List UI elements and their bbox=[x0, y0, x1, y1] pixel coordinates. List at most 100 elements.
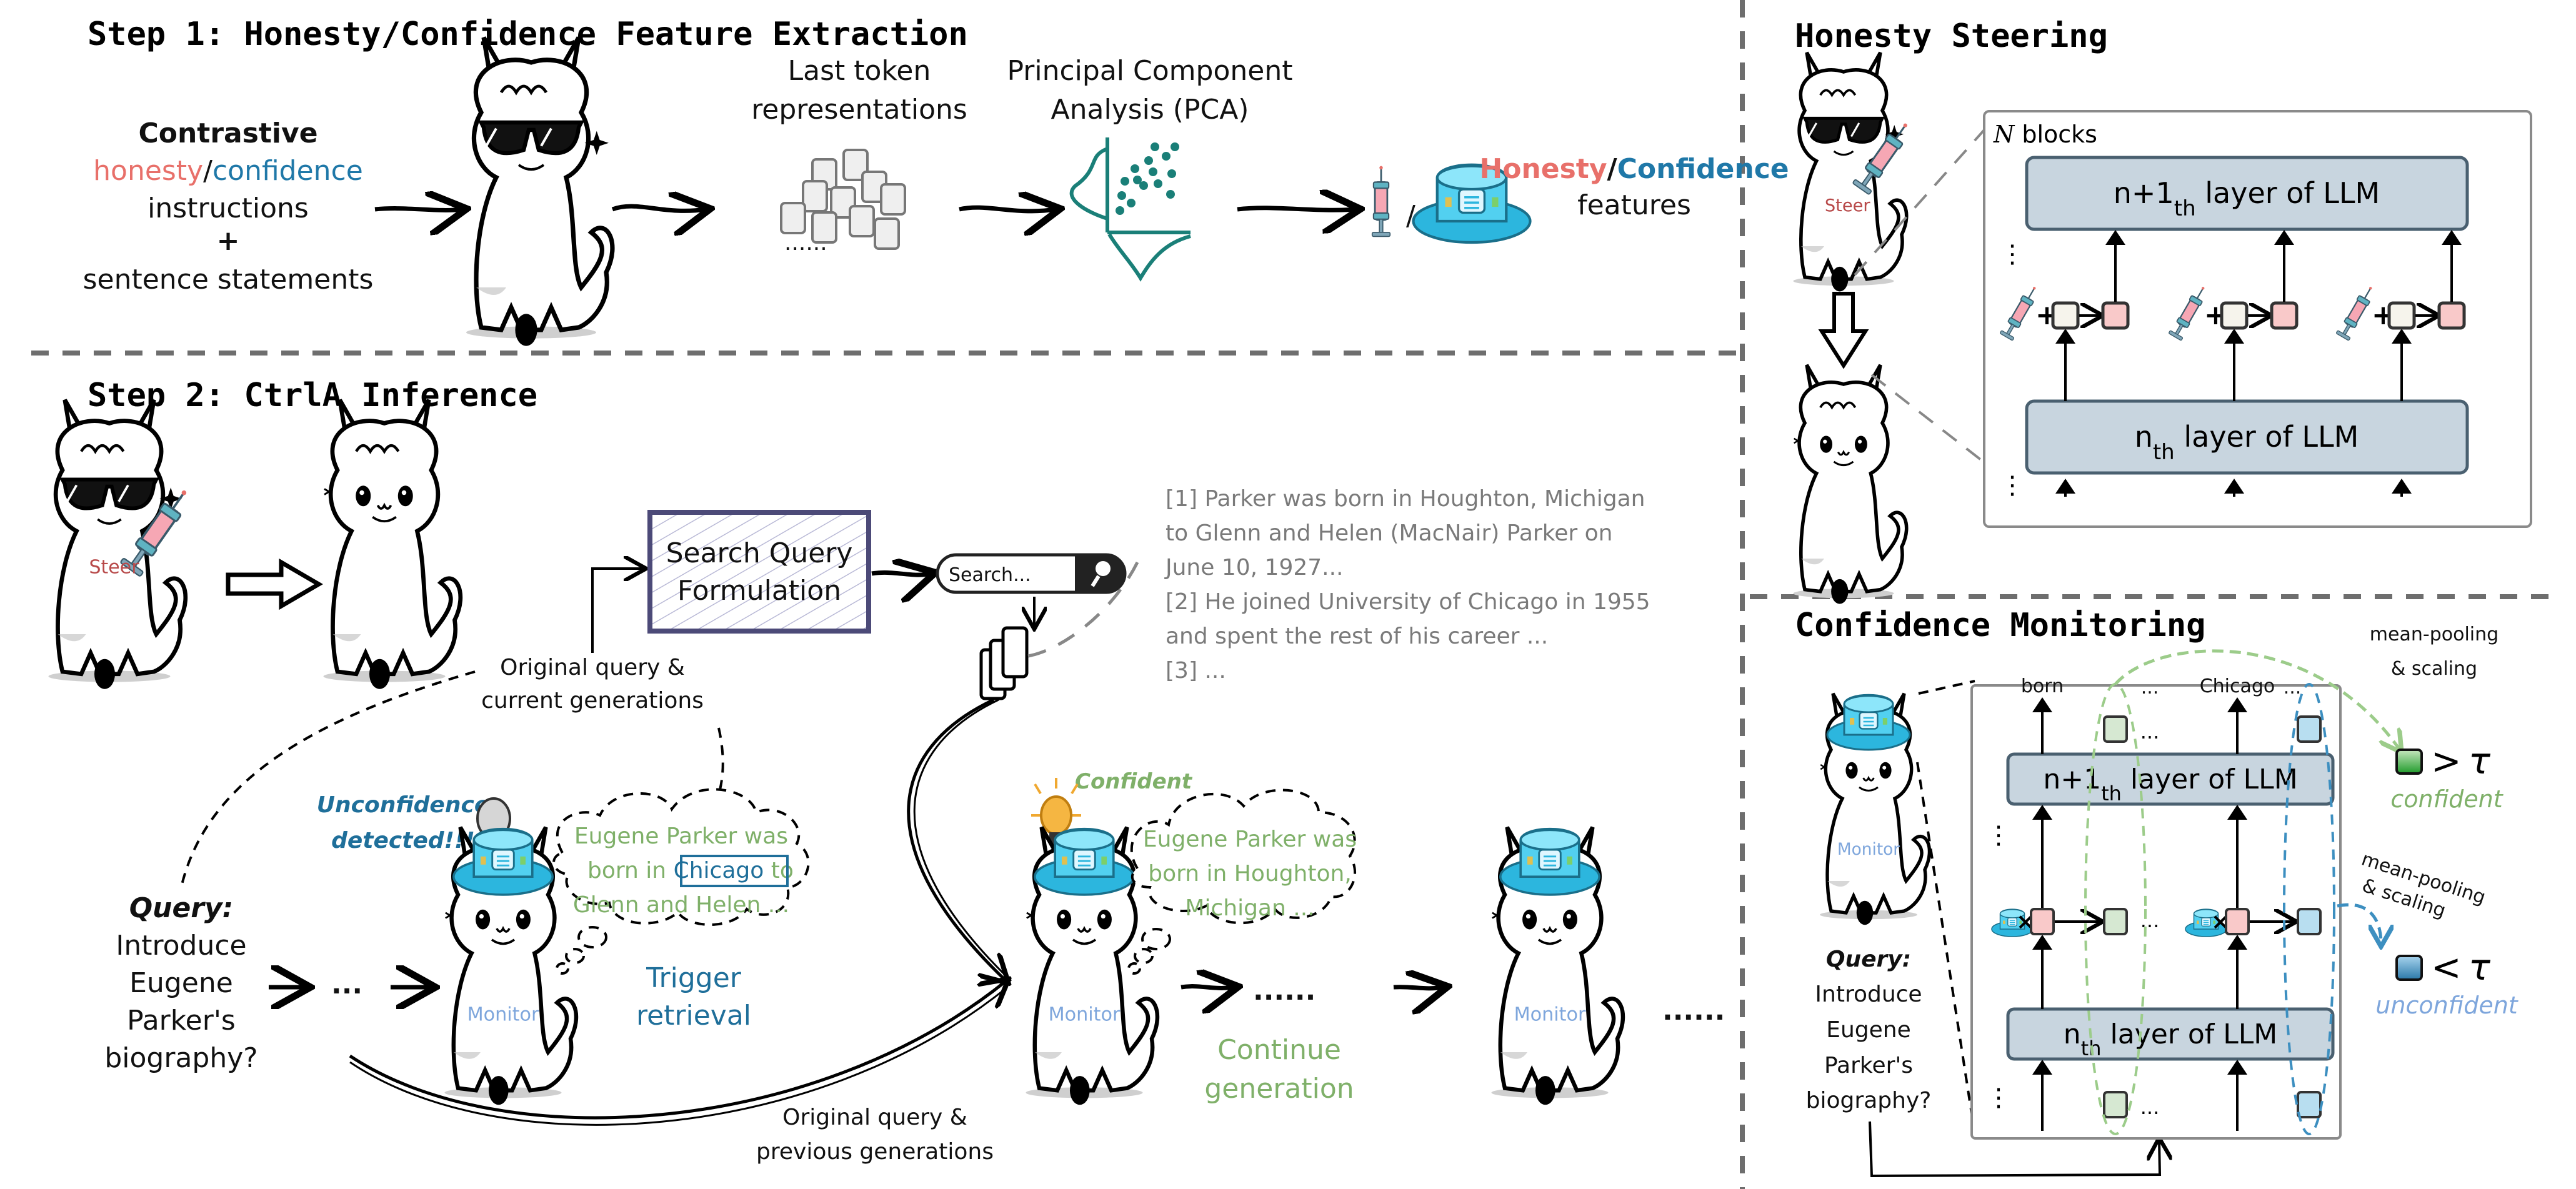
hidden-state-token bbox=[2030, 908, 2055, 935]
docs-callout-line bbox=[1027, 561, 1139, 658]
query-label: Query bbox=[1826, 947, 1903, 972]
orig-query-current-2: current generations bbox=[481, 688, 704, 714]
thought-cloud-confident: Eugene Parker was born in Houghton, Mich… bbox=[1127, 789, 1357, 975]
confident-text: confident bbox=[2390, 785, 2504, 813]
honesty-steering-section: Honesty Steering Steer N blocks n+1th la… bbox=[1793, 17, 2532, 604]
ellipsis: ... bbox=[2140, 1095, 2160, 1119]
arrow-to-search bbox=[871, 572, 931, 575]
honesty-confidence-label: honesty/confidence bbox=[93, 155, 363, 187]
thought1-line1: Eugene Parker was bbox=[574, 823, 788, 849]
query-colon: : bbox=[222, 892, 234, 924]
llama-monitor-right: Monitor bbox=[1820, 694, 1929, 925]
thought2-line: born in Houghton, bbox=[1148, 861, 1352, 887]
thought1-line2: born in Chicago to bbox=[587, 858, 794, 883]
search-bar-placeholder: Search... bbox=[949, 564, 1031, 586]
curve-query-to-monitor bbox=[349, 981, 1006, 1120]
search-bar[interactable]: Search... bbox=[936, 553, 1127, 594]
query-text-line: biography? bbox=[1806, 1088, 1932, 1113]
confidence-token bbox=[2297, 908, 2322, 935]
steer-label: Steer bbox=[89, 557, 139, 579]
zoom-line-bottom bbox=[1870, 374, 1985, 464]
contrastive-label: Contrastive bbox=[138, 117, 317, 149]
continue-generation-2: generation bbox=[1204, 1073, 1354, 1105]
step2-section: Step 2: CtrlA Inference Steer Search Que… bbox=[49, 377, 1725, 1165]
confidence-feature-word: Confidence bbox=[1617, 153, 1789, 185]
thought2-line: Michigan ... bbox=[1185, 895, 1314, 921]
retrieved-documents: [1] Parker was born in Houghton, Michiga… bbox=[1164, 486, 1650, 684]
vdots-top: ⋮ bbox=[1986, 821, 2011, 850]
ellipsis-2: ...... bbox=[1253, 975, 1315, 1007]
pca-chart-icon: Principal Component Analysis (PCA) bbox=[1007, 55, 1292, 282]
hidden-state-token bbox=[2225, 908, 2250, 935]
blocks-text: blocks bbox=[2014, 121, 2097, 148]
query-block: Query: Introduce Eugene Parker's biograp… bbox=[104, 892, 257, 1074]
lower-llm-layer bbox=[2006, 1007, 2335, 1061]
arrow-continue-2 bbox=[1393, 987, 1444, 988]
thought-cloud-unconfident: Eugene Parker was born in Chicago to Gle… bbox=[552, 788, 810, 975]
curve-docs-to-monitor-2 bbox=[913, 699, 1012, 982]
hollow-arrow-steer bbox=[226, 558, 323, 610]
llama-monitor-3: Monitor bbox=[1491, 827, 1623, 1105]
svg-text:Honesty/Confidence: Honesty/Confidence bbox=[1479, 153, 1789, 185]
query-text-line: Parker's bbox=[127, 1005, 236, 1037]
vdots-bottom: ⋮ bbox=[1986, 1083, 2011, 1112]
documents-stack-icon bbox=[979, 626, 1029, 700]
query-text-line: Introduce bbox=[1815, 982, 1922, 1007]
arrow-to-features bbox=[1237, 208, 1356, 211]
confidence-token bbox=[2103, 1091, 2128, 1118]
query-text-line: Eugene bbox=[129, 967, 233, 999]
slash: / bbox=[203, 155, 212, 187]
token-label-ellipsis: ... bbox=[2141, 677, 2159, 699]
upper-layer-label: n+1th layer of LLM bbox=[2114, 176, 2380, 221]
less-than: < bbox=[2431, 946, 2462, 988]
step1-section: Step 1: Honesty/Confidence Feature Extra… bbox=[83, 16, 1789, 346]
orig-query-current-1: Original query & bbox=[500, 655, 685, 680]
step2-title: Step 2: CtrlA Inference bbox=[87, 377, 537, 414]
steering-columns: +++ bbox=[1999, 230, 2466, 497]
ellipsis: ... bbox=[2140, 720, 2160, 744]
confidence-token bbox=[2103, 715, 2128, 743]
confident-label: Confident bbox=[1075, 769, 1193, 794]
slash: / bbox=[1607, 153, 1618, 185]
llama-honest-bottom bbox=[1793, 365, 1906, 604]
honesty-steering-title: Honesty Steering bbox=[1795, 17, 2108, 55]
features-output: Honesty/Confidence features bbox=[1479, 153, 1789, 221]
instructions-label: instructions bbox=[147, 192, 309, 224]
monitor-label: Monitor bbox=[467, 1004, 539, 1026]
steered-token bbox=[2101, 301, 2130, 330]
pca-label-2: Analysis (PCA) bbox=[1051, 94, 1249, 126]
highlighted-chicago: Chicago bbox=[674, 858, 764, 883]
plus-sign: + bbox=[217, 225, 240, 257]
magnifier-icon[interactable] bbox=[1091, 561, 1111, 587]
retrieved-doc-line: June 10, 1927... bbox=[1164, 555, 1343, 580]
llama-sunglasses bbox=[466, 37, 612, 346]
arrow-to-llama bbox=[374, 209, 462, 211]
query-text-line: Introduce bbox=[116, 930, 246, 962]
retrieved-doc-line: to Glenn and Helen (MacNair) Parker on bbox=[1166, 520, 1613, 546]
curve-docs-to-monitor bbox=[907, 698, 1006, 981]
pool-top-1: mean-pooling bbox=[2370, 624, 2499, 645]
sentence-statements-label: sentence statements bbox=[83, 264, 374, 296]
llama-steer-sunglasses: Steer bbox=[49, 400, 197, 689]
monitor-link-bottom bbox=[1916, 762, 1976, 1135]
query-text-line: Parker's bbox=[1824, 1053, 1913, 1078]
monitoring-token-grid: ××......... bbox=[1991, 697, 2322, 1131]
monitor-link-top bbox=[1918, 680, 1975, 695]
monitor-label: Monitor bbox=[1837, 840, 1900, 859]
thought2-line: Eugene Parker was bbox=[1143, 827, 1357, 852]
arrow-to-tokens bbox=[611, 206, 706, 211]
query-label: Query bbox=[129, 892, 224, 924]
chicago-highlight-box bbox=[680, 855, 789, 887]
honesty-feature-word: Honesty bbox=[1479, 153, 1607, 185]
llama-monitor-2: Monitor bbox=[1026, 827, 1157, 1105]
retrieved-doc-line: [1] Parker was born in Houghton, Michiga… bbox=[1166, 486, 1645, 512]
token-label-chicago: Chicago bbox=[2200, 675, 2275, 697]
confidence-monitoring-title: Confidence Monitoring bbox=[1795, 607, 2205, 644]
upper-llm-layer bbox=[2025, 156, 2469, 231]
last-token-label-2: representations bbox=[751, 94, 967, 126]
ellipsis-3: ...... bbox=[1662, 995, 1725, 1027]
query-colon: : bbox=[1902, 947, 1911, 972]
last-token-representations: Last token representations ...... bbox=[751, 55, 967, 256]
confident-score-box bbox=[2395, 749, 2423, 775]
token-cluster-icon bbox=[780, 149, 906, 250]
